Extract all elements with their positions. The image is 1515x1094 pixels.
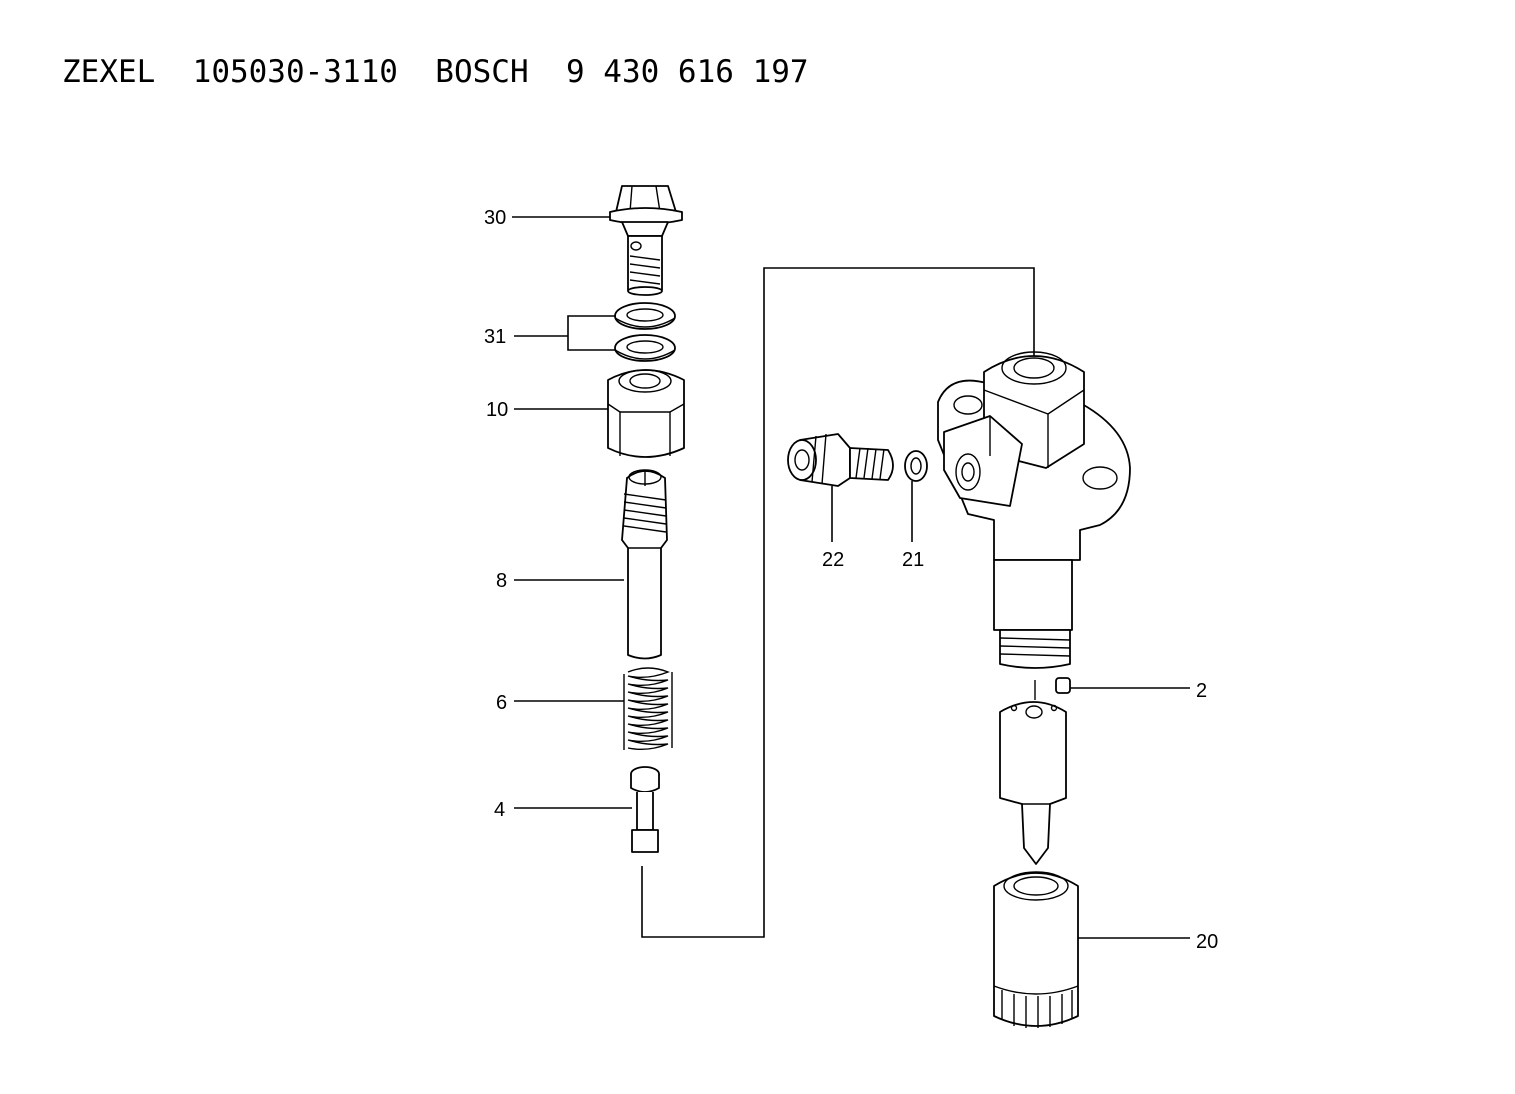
part-4-pressure-pin: [630, 766, 660, 853]
callout-20: 20: [1196, 931, 1218, 953]
part-20-nozzle-nut: [993, 871, 1079, 1028]
zexel-part-number: 105030-3110: [192, 54, 398, 90]
callout-8: 8: [496, 570, 507, 592]
part-6-spring: [623, 667, 673, 751]
part-2-dowel-pin: [1055, 677, 1071, 694]
nozzle-assembly: [999, 680, 1067, 865]
callout-6: 6: [496, 692, 507, 714]
diagram-title: ZEXEL 105030-3110 BOSCH 9 430 616 197: [62, 54, 809, 90]
callout-21: 21: [902, 549, 924, 571]
callout-22: 22: [822, 549, 844, 571]
part-10-hex-nut: [607, 369, 685, 458]
callout-30: 30: [484, 207, 506, 229]
callout-2: 2: [1196, 680, 1207, 702]
callout-4: 4: [494, 799, 505, 821]
injector-holder-body: [937, 351, 1131, 669]
callout-10: 10: [486, 399, 508, 421]
part-21-washer: [904, 450, 928, 482]
leader-lines: [512, 216, 1190, 939]
part-8-pressure-spindle: [621, 469, 668, 660]
brand-bosch: BOSCH: [435, 54, 529, 90]
assembly-connector-line: [641, 267, 1035, 938]
part-22-inlet-connector: [787, 433, 894, 487]
callout-31: 31: [484, 326, 506, 348]
bosch-part-number: 9 430 616 197: [565, 54, 809, 90]
part-30-banjo-bolt: [609, 185, 683, 296]
part-31-gaskets: [614, 302, 676, 362]
brand-zexel: ZEXEL: [62, 54, 156, 90]
